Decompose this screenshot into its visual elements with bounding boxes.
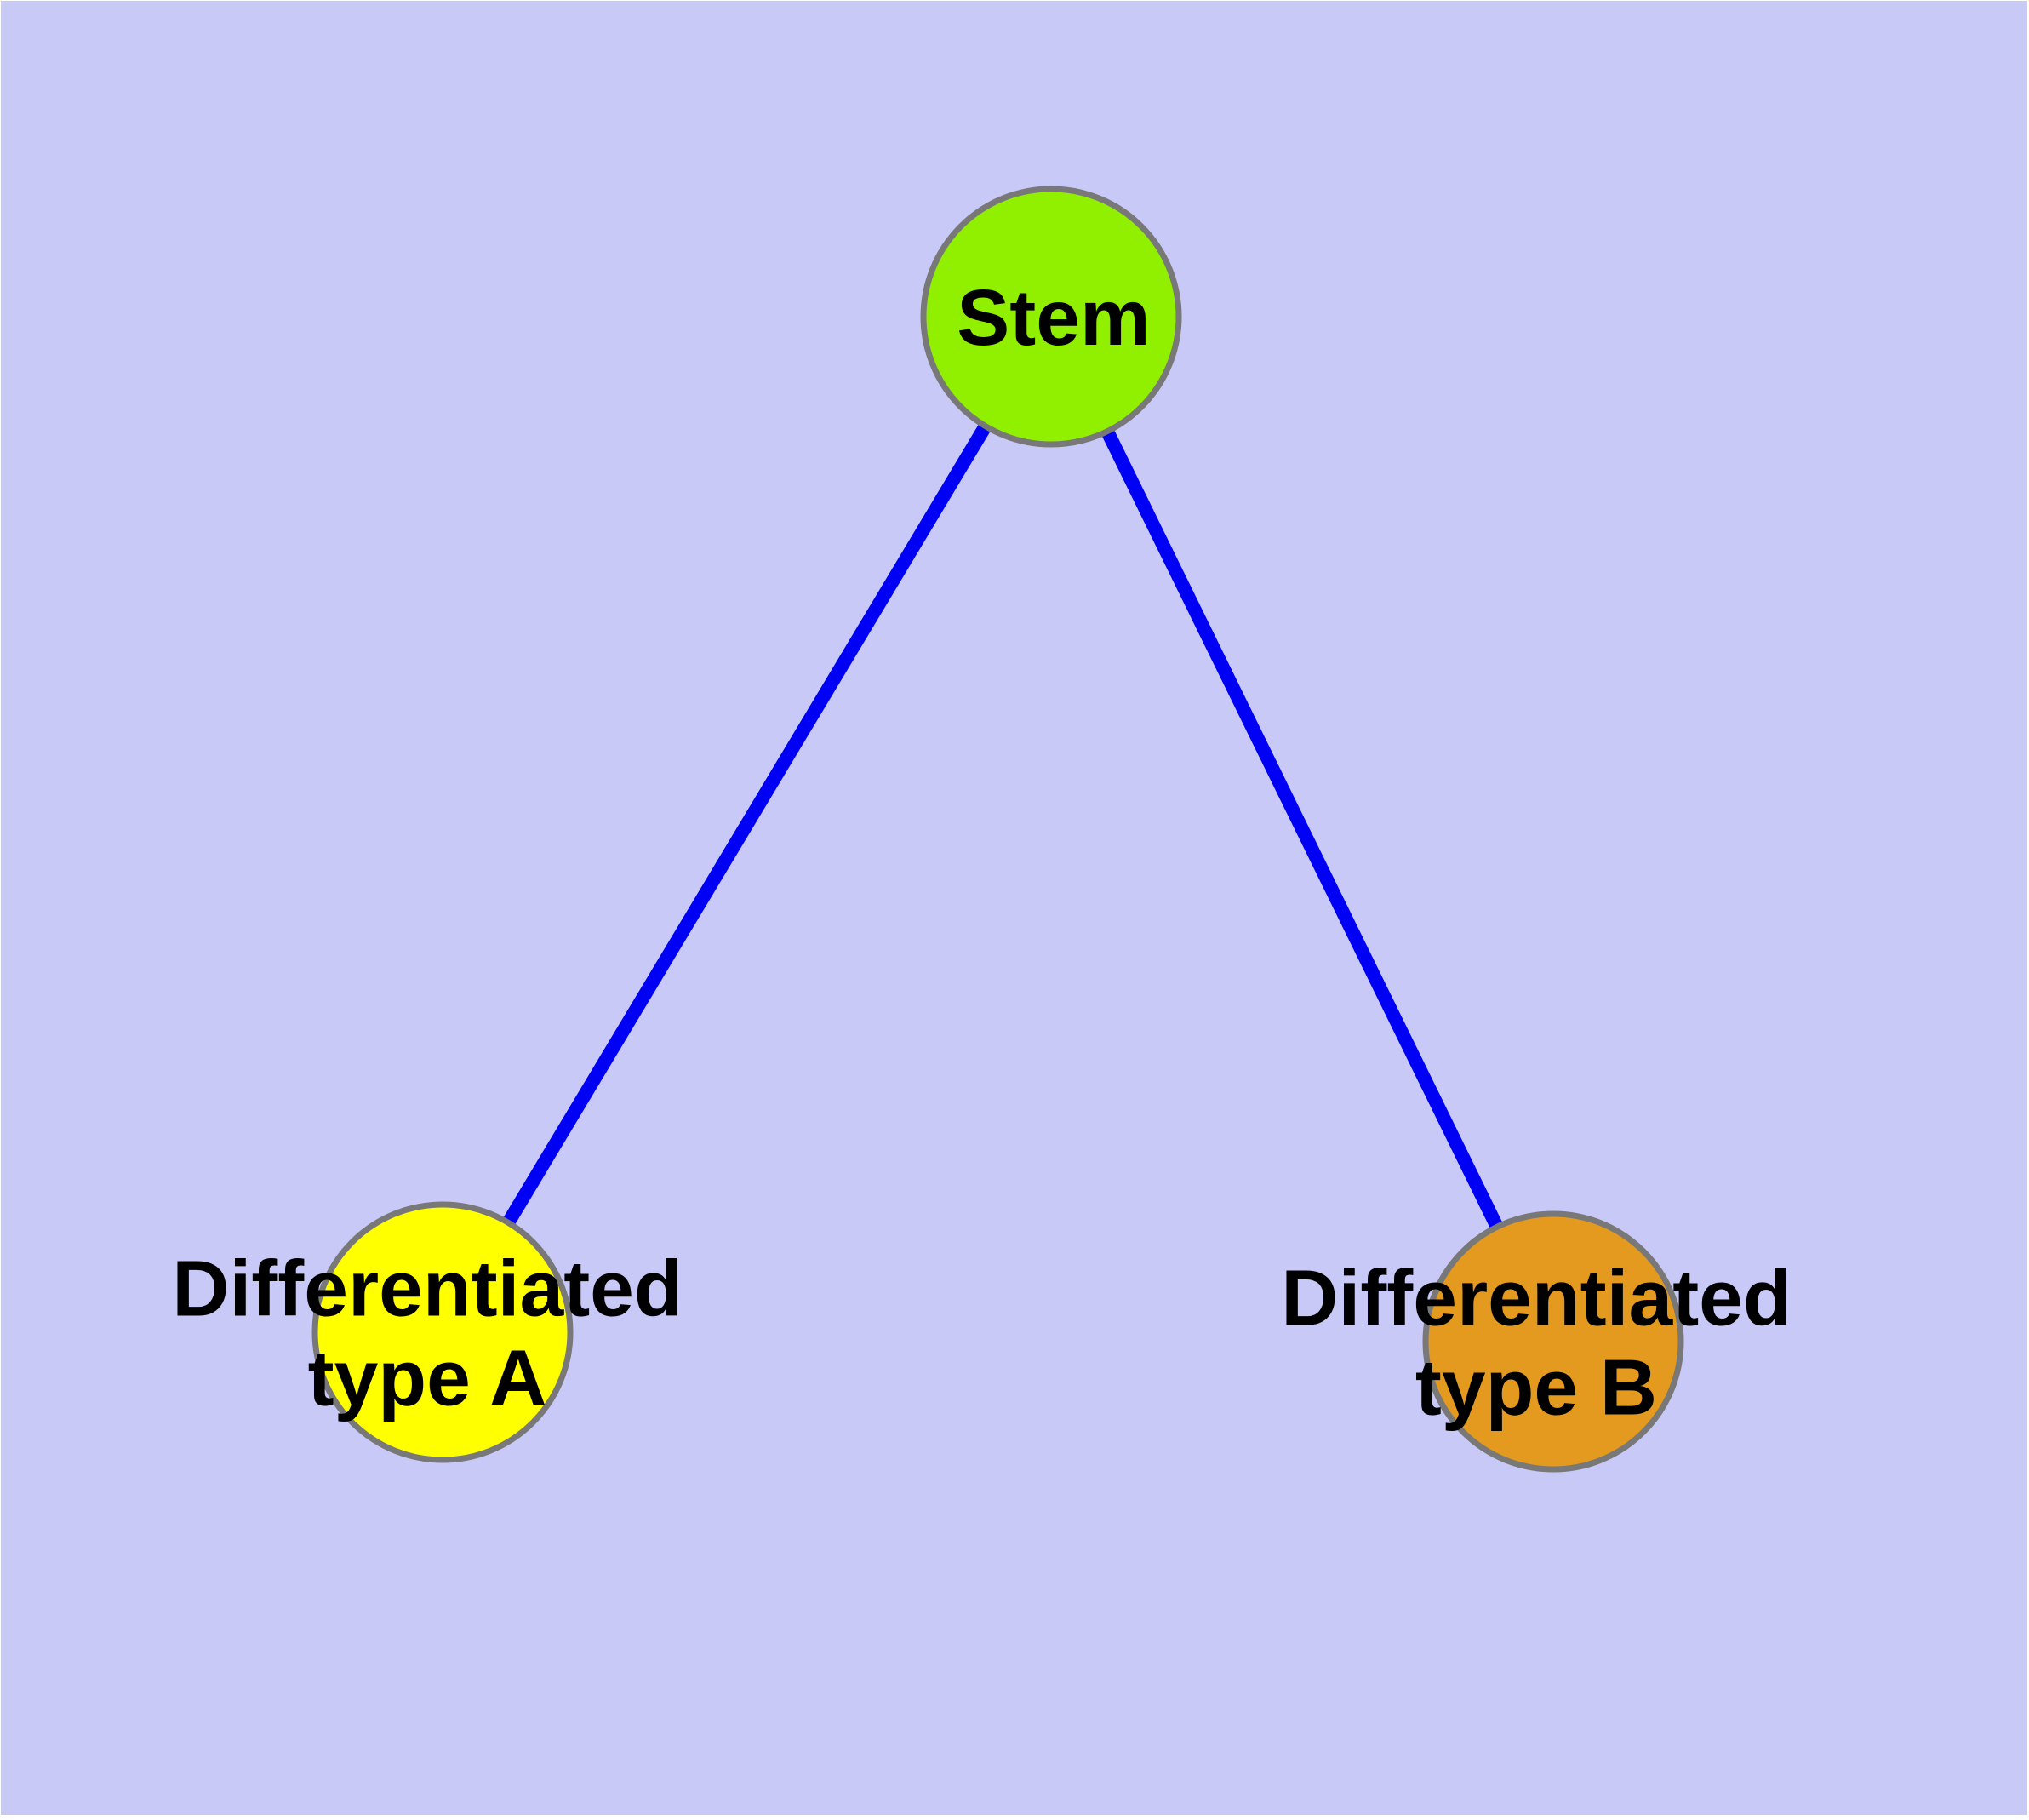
- edges-layer: [437, 312, 1560, 1345]
- node-differentiated-type-b-label-line-1: Differentiated: [1281, 1254, 1791, 1342]
- edge-stem-to-differentiated-type-a: [437, 312, 1057, 1336]
- node-stem-circle: [920, 186, 1182, 448]
- node-differentiated-type-a-circle: [311, 1201, 574, 1463]
- node-differentiated-type-b-label-line-2: type B: [1415, 1343, 1657, 1432]
- node-stem-label: Stem: [957, 273, 1150, 362]
- node-differentiated-type-a-label-line-2: type A: [308, 1334, 547, 1422]
- node-differentiated-type-b-circle: [1422, 1210, 1684, 1473]
- node-stem-label-line-1: Stem: [957, 273, 1150, 362]
- node-differentiated-type-a-label-line-1: Differentiated: [172, 1245, 682, 1333]
- edge-stem-to-differentiated-type-b: [1044, 313, 1560, 1345]
